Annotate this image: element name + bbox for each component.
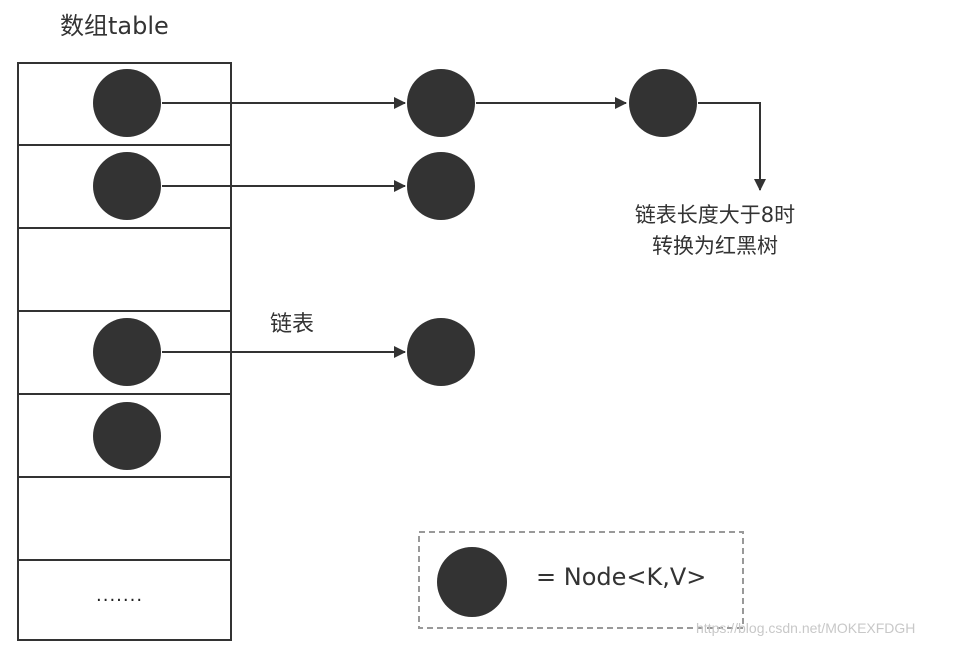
table-cell-7 bbox=[17, 559, 232, 641]
table-title: 数组table bbox=[60, 12, 169, 40]
chain-node-1a bbox=[407, 69, 475, 137]
table-cell-3 bbox=[17, 227, 232, 312]
table-cell-6 bbox=[17, 476, 232, 561]
treeify-note-line-2: 转换为红黑树 bbox=[652, 234, 778, 258]
array-table bbox=[17, 62, 232, 641]
bucket-node-5 bbox=[93, 402, 161, 470]
arrow-down-to-note bbox=[698, 102, 766, 191]
legend-text: = Node<K,V> bbox=[536, 563, 707, 591]
table-cell-ellipsis: ....... bbox=[96, 585, 144, 606]
chain-node-2a bbox=[407, 152, 475, 220]
bucket-node-4 bbox=[93, 318, 161, 386]
bucket-node-2 bbox=[93, 152, 161, 220]
chain-label: 链表 bbox=[270, 312, 315, 337]
chain-node-4a bbox=[407, 318, 475, 386]
legend-box bbox=[418, 531, 744, 629]
treeify-note: 链表长度大于8时 转换为红黑树 bbox=[610, 200, 820, 262]
watermark: https://blog.csdn.net/MOKEXFDGH bbox=[696, 620, 916, 636]
legend-node-icon bbox=[437, 547, 507, 617]
chain-node-1b bbox=[629, 69, 697, 137]
treeify-note-line-1: 链表长度大于8时 bbox=[634, 203, 796, 227]
bucket-node-1 bbox=[93, 69, 161, 137]
